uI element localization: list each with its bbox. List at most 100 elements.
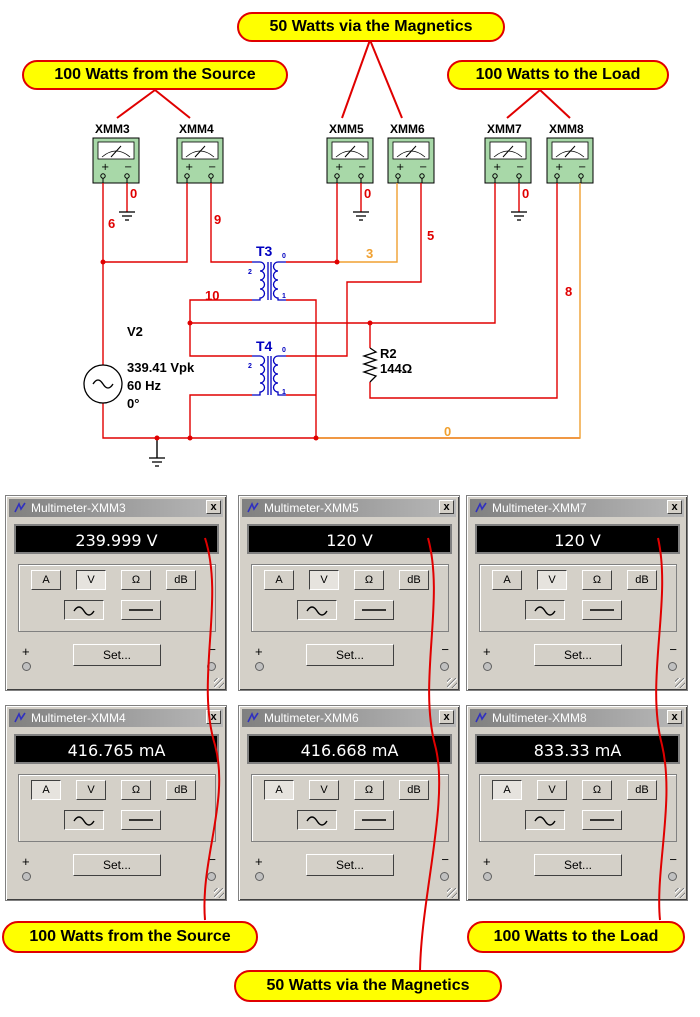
plus-terminal-label: + (22, 644, 30, 659)
plus-terminal[interactable] (483, 662, 492, 671)
minus-terminal[interactable] (440, 872, 449, 881)
meter-symbol-xmm6[interactable]: +− (387, 137, 435, 184)
wires (102, 183, 581, 458)
wire-net-9 (210, 183, 252, 263)
plus-terminal[interactable] (255, 872, 264, 881)
minus-terminal[interactable] (668, 872, 677, 881)
set-button[interactable]: Set... (534, 854, 622, 876)
resize-grip-icon[interactable] (447, 888, 457, 898)
minus-terminal[interactable] (440, 662, 449, 671)
close-button[interactable]: x (206, 710, 221, 724)
resize-grip-icon[interactable] (675, 888, 685, 898)
ohmmeter-mode-button[interactable]: Ω (582, 570, 612, 590)
dc-line-icon (590, 609, 614, 611)
minus-terminal-label: − (441, 852, 449, 867)
ohmmeter-mode-button[interactable]: Ω (121, 570, 151, 590)
net-label-0a: 0 (130, 186, 137, 201)
wire-net-5 (286, 183, 422, 357)
meter-symbol-xmm3[interactable]: +− (92, 137, 140, 184)
close-button[interactable]: x (439, 500, 454, 514)
plus-terminal[interactable] (22, 872, 31, 881)
window-title-bar[interactable]: Multimeter-XMM7 (470, 499, 684, 517)
plus-terminal-label: + (22, 854, 30, 869)
set-button[interactable]: Set... (73, 644, 161, 666)
minus-terminal[interactable] (207, 872, 216, 881)
resize-grip-icon[interactable] (447, 678, 457, 688)
dc-mode-button[interactable] (582, 810, 622, 830)
set-button[interactable]: Set... (534, 644, 622, 666)
minus-terminal[interactable] (207, 662, 216, 671)
ohmmeter-mode-button[interactable]: Ω (121, 780, 151, 800)
voltmeter-mode-button[interactable]: V (309, 570, 339, 590)
set-button[interactable]: Set... (306, 854, 394, 876)
ac-mode-button[interactable] (525, 810, 565, 830)
ammeter-mode-button[interactable]: A (492, 780, 522, 800)
resize-grip-icon[interactable] (214, 888, 224, 898)
meter-symbol-xmm7[interactable]: +− (484, 137, 532, 184)
close-button[interactable]: x (206, 500, 221, 514)
meter-reading: 120 V (247, 524, 452, 554)
ac-mode-button[interactable] (297, 600, 337, 620)
voltmeter-mode-button[interactable]: V (537, 780, 567, 800)
ohmmeter-mode-button[interactable]: Ω (354, 780, 384, 800)
meter-symbol-xmm5[interactable]: +− (326, 137, 374, 184)
source-phase: 0° (127, 396, 139, 411)
close-button[interactable]: x (667, 500, 682, 514)
ammeter-mode-button[interactable]: A (492, 570, 522, 590)
window-title-bar[interactable]: Multimeter-XMM3 (9, 499, 223, 517)
resize-grip-icon[interactable] (675, 678, 685, 688)
multimeter-app-icon (247, 712, 259, 723)
ammeter-mode-button[interactable]: A (264, 570, 294, 590)
ac-mode-button[interactable] (64, 810, 104, 830)
dc-mode-button[interactable] (121, 810, 161, 830)
window-title-bar[interactable]: Multimeter-XMM5 (242, 499, 456, 517)
wire-net-0 (316, 183, 581, 439)
voltmeter-mode-button[interactable]: V (76, 570, 106, 590)
ohmmeter-mode-button[interactable]: Ω (354, 570, 384, 590)
close-button[interactable]: x (439, 710, 454, 724)
set-button[interactable]: Set... (306, 644, 394, 666)
voltmeter-mode-button[interactable]: V (537, 570, 567, 590)
voltmeter-mode-button[interactable]: V (76, 780, 106, 800)
ac-mode-button[interactable] (297, 810, 337, 830)
plus-terminal[interactable] (483, 872, 492, 881)
meter-symbol-xmm4[interactable]: +− (176, 137, 224, 184)
dc-mode-button[interactable] (582, 600, 622, 620)
dc-mode-button[interactable] (354, 810, 394, 830)
meter-label-xmm5: XMM5 (329, 122, 364, 136)
voltmeter-mode-button[interactable]: V (309, 780, 339, 800)
dc-mode-button[interactable] (354, 600, 394, 620)
window-title-bar[interactable]: Multimeter-XMM6 (242, 709, 456, 727)
decibel-mode-button[interactable]: dB (166, 570, 196, 590)
close-button[interactable]: x (667, 710, 682, 724)
svg-text:+: + (555, 162, 563, 173)
resize-grip-icon[interactable] (214, 678, 224, 688)
decibel-mode-button[interactable]: dB (166, 780, 196, 800)
ammeter-mode-button[interactable]: A (31, 780, 61, 800)
ammeter-mode-button[interactable]: A (31, 570, 61, 590)
dc-mode-button[interactable] (121, 600, 161, 620)
window-title-bar[interactable]: Multimeter-XMM8 (470, 709, 684, 727)
plus-terminal[interactable] (22, 662, 31, 671)
window-title-bar[interactable]: Multimeter-XMM4 (9, 709, 223, 727)
ammeter-mode-button[interactable]: A (264, 780, 294, 800)
minus-terminal[interactable] (668, 662, 677, 671)
ac-mode-button[interactable] (525, 600, 565, 620)
decibel-mode-button[interactable]: dB (627, 570, 657, 590)
decibel-mode-button[interactable]: dB (399, 570, 429, 590)
ac-mode-button[interactable] (64, 600, 104, 620)
set-button[interactable]: Set... (73, 854, 161, 876)
sine-wave-icon (73, 606, 95, 616)
decibel-mode-button[interactable]: dB (399, 780, 429, 800)
decibel-mode-button[interactable]: dB (627, 780, 657, 800)
multimeter-app-icon (14, 712, 26, 723)
plus-terminal[interactable] (255, 662, 264, 671)
ohmmeter-mode-button[interactable]: Ω (582, 780, 612, 800)
meter-symbol-xmm8[interactable]: +− (546, 137, 594, 184)
